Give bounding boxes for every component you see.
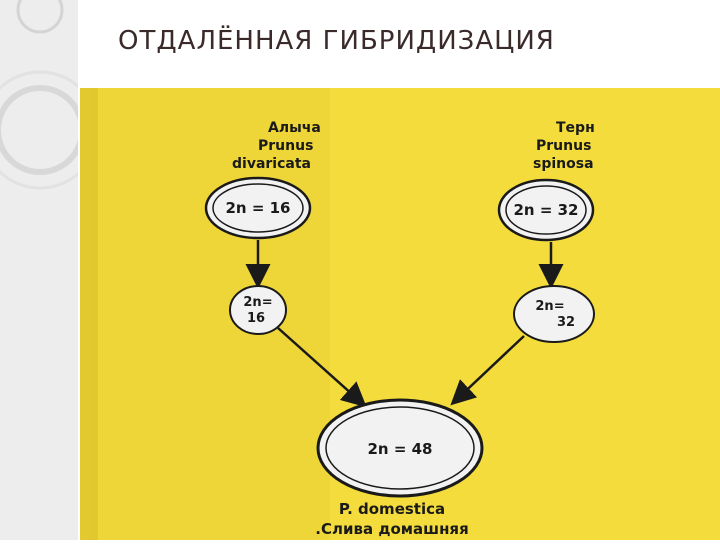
right-parent-circle: 2n = 32 xyxy=(497,178,595,242)
left-gamete-number: 16 xyxy=(247,311,265,326)
right-parent-chromosomes: 2n = 32 xyxy=(513,201,578,219)
left-gamete-circle: 2n= 16 xyxy=(229,285,287,335)
left-parent-common-name: Алыча xyxy=(268,120,321,136)
right-parent-genus: Prunus xyxy=(536,138,591,154)
slide-title: ОТДАЛЁННАЯ ГИБРИДИЗАЦИЯ xyxy=(118,26,555,56)
right-gamete-number: 32 xyxy=(557,315,575,330)
hybrid-circle: 2n = 48 xyxy=(316,398,484,498)
hybrid-russian-name: .Слива домашняя xyxy=(315,520,468,538)
left-parent-chromosomes: 2n = 16 xyxy=(225,199,290,217)
left-parent-circle: 2n = 16 xyxy=(204,176,312,240)
left-parent-genus: Prunus xyxy=(258,138,313,154)
diagram-photo: Алыча Prunus divaricata Терн Prunus spin… xyxy=(80,88,720,540)
right-parent-common-name: Терн xyxy=(556,120,595,136)
right-gamete-label: 2n= xyxy=(535,299,564,314)
hybrid-chromosomes: 2n = 48 xyxy=(367,440,432,458)
hybrid-latin-name: P. domestica xyxy=(339,500,445,518)
right-parent-species: spinosa xyxy=(533,156,594,172)
arrow-right-gamete-to-hybrid xyxy=(450,335,525,406)
decorative-left-band xyxy=(0,0,100,540)
left-gamete-label: 2n= xyxy=(243,295,272,310)
hybridization-diagram: Алыча Prunus divaricata Терн Prunus spin… xyxy=(80,88,720,540)
left-parent-species: divaricata xyxy=(232,156,311,172)
decorative-rings xyxy=(0,0,100,190)
arrow-left-gamete-to-hybrid xyxy=(277,327,367,408)
right-gamete-circle: 2n= 32 xyxy=(513,285,595,343)
